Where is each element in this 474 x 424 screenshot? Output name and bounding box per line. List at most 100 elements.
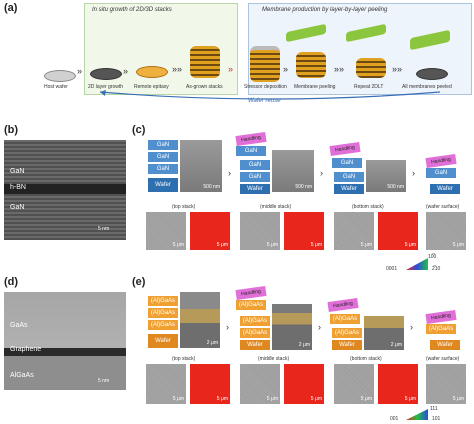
e-ebsd-gray-3: 5 μm: [334, 364, 374, 404]
all-peeled-wafer-icon: [416, 68, 448, 80]
e1-sem-image: 2 μm: [180, 292, 220, 348]
c-ebsd-gray-2: 5 μm: [240, 212, 280, 250]
c1-gan-3: GaN: [148, 164, 178, 174]
panel-a-growth-title: In situ growth of 2D/3D stacks: [92, 7, 172, 13]
arrow-e3: ›: [410, 322, 413, 332]
arrow-a7: »»: [392, 64, 403, 74]
as-grown-stack-icon: [190, 46, 220, 78]
c1-gan-1: GaN: [148, 140, 178, 150]
arrow-a4: »: [228, 64, 234, 74]
e-legend-101: 101: [432, 416, 441, 422]
panel-d-layer-bottom: AlGaAs: [10, 372, 34, 379]
panel-b-layer-bottom: GaN: [10, 204, 25, 211]
c3-sem-image: 500 nm: [366, 160, 406, 192]
panel-a-label: (a): [4, 2, 18, 14]
arrow-e1: ›: [226, 322, 229, 332]
panel-d-layer-mid: Graphene: [10, 346, 42, 353]
e2-algaas-3: (Al)GaAs: [240, 328, 270, 338]
e-ebsd-scale-3: 5 μm: [266, 396, 278, 402]
e3-handling: Handling: [327, 297, 359, 313]
step-2d-layer-growth: 2D layer growth: [88, 84, 124, 90]
arrow-a6: »»: [334, 64, 345, 74]
e-ebsd-gray-4: 5 μm: [426, 364, 466, 404]
c2-handling: Handling: [235, 131, 267, 147]
e2-handling: Handling: [235, 285, 267, 301]
peeling-stack-icon: [296, 52, 326, 78]
e4-wafer: Wafer: [430, 340, 460, 350]
e-caption-bottom: (bottom stack): [350, 356, 382, 362]
e-caption-middle: (middle stack): [258, 356, 290, 362]
e-ebsd-scale-1: 5 μm: [172, 396, 184, 402]
c-ipf-legend-icon: [406, 258, 428, 270]
c-ebsd-scale-7: 5 μm: [452, 242, 464, 248]
step-stressor-deposition: Stressor deposition: [244, 84, 287, 90]
c3-sem-scale: 500 nm: [387, 184, 404, 190]
e2-sem-image: 2 μm: [272, 304, 312, 350]
e1-algaas-2: (Al)GaAs: [148, 308, 178, 318]
e-ebsd-scale-5: 5 μm: [360, 396, 372, 402]
c4-gan: GaN: [426, 168, 456, 178]
c3-handling: Handling: [329, 141, 361, 157]
c1-wafer: Wafer: [148, 178, 178, 192]
c3-gan-1: GaN: [332, 158, 362, 168]
e4-algaas: (Al)GaAs: [426, 324, 456, 334]
c-legend-0001: 0001: [386, 266, 398, 272]
c4-wafer: Wafer: [430, 184, 460, 194]
panel-b-tem-image: GaN h-BN GaN 5 nm: [4, 140, 126, 240]
c-ebsd-red-2: 5 μm: [284, 212, 324, 250]
c2-sem-image: 500 nm: [272, 150, 314, 192]
c2-gan-2: GaN: [240, 160, 270, 170]
c1-gan-2: GaN: [148, 152, 178, 162]
e-caption-wafer: (wafer surface): [426, 356, 460, 362]
repeat-stack-icon: [356, 58, 386, 78]
c2-wafer: Wafer: [240, 184, 270, 194]
c1-sem-image: 500 nm: [180, 140, 222, 192]
hbn-band: [4, 184, 126, 194]
c-ebsd-scale-1: 5 μm: [172, 242, 184, 248]
e-caption-top: (top stack): [172, 356, 196, 362]
e-ebsd-gray-2: 5 μm: [240, 364, 280, 404]
step-as-grown-stacks: As-grown stacks: [186, 84, 223, 90]
arrow-c1: ›: [228, 168, 231, 178]
c-ebsd-scale-5: 5 μm: [360, 242, 372, 248]
wafer-reuse-arrow: [99, 90, 441, 100]
algaas-region: [4, 356, 126, 390]
arrow-a5: »: [283, 64, 289, 74]
arrow-c3: ›: [412, 168, 415, 178]
graphene-band: [4, 348, 126, 356]
step-remote-epitaxy: Remote epitaxy: [134, 84, 169, 90]
c-legend-1010: 10̅0: [428, 254, 437, 260]
panel-a-peeling-title: Membrane production by layer-by-layer pe…: [262, 7, 388, 13]
e-ebsd-scale-7: 5 μm: [452, 396, 464, 402]
panel-c-label: (c): [132, 124, 146, 136]
panel-d-label: (d): [4, 276, 19, 288]
c-caption-top: (top stack): [172, 204, 196, 210]
step-repeat-2dlt: Repeat 2DLT: [354, 84, 384, 90]
remote-epitaxy-wafer-icon: [136, 66, 168, 78]
arrow-a2: »: [123, 66, 129, 76]
stressor-stack-icon: [250, 46, 280, 82]
e3-algaas-1: (Al)GaAs: [330, 314, 360, 324]
c-caption-bottom: (bottom stack): [352, 204, 384, 210]
c2-gan-3: GaN: [240, 172, 270, 182]
panel-b-layer-mid: h-BN: [10, 184, 26, 191]
c3-wafer: Wafer: [334, 184, 364, 194]
step-all-membranes-peeled: All membranes peeled: [402, 84, 452, 90]
e4-handling: Handling: [425, 309, 457, 325]
c-ebsd-gray-3: 5 μm: [334, 212, 374, 250]
e3-sem-image: 2 μm: [364, 316, 404, 350]
step-membrane-peeling: Membrane peeling: [294, 84, 336, 90]
arrow-a1: »: [77, 66, 83, 76]
panel-a-peeling-box: [248, 3, 472, 95]
e-ebsd-gray-1: 5 μm: [146, 364, 186, 404]
e-ebsd-scale-4: 5 μm: [310, 396, 322, 402]
e-legend-001: 001: [390, 416, 399, 422]
e1-wafer: Wafer: [148, 334, 178, 348]
c3-gan-2: GaN: [334, 172, 364, 182]
e-ebsd-red-3: 5 μm: [378, 364, 418, 404]
c-ebsd-scale-4: 5 μm: [310, 242, 322, 248]
panel-b-label: (b): [4, 124, 19, 136]
e2-algaas-1: (Al)GaAs: [236, 300, 266, 310]
panel-d-layer-top: GaAs: [10, 322, 28, 329]
e1-sem-scale: 2 μm: [206, 340, 218, 346]
